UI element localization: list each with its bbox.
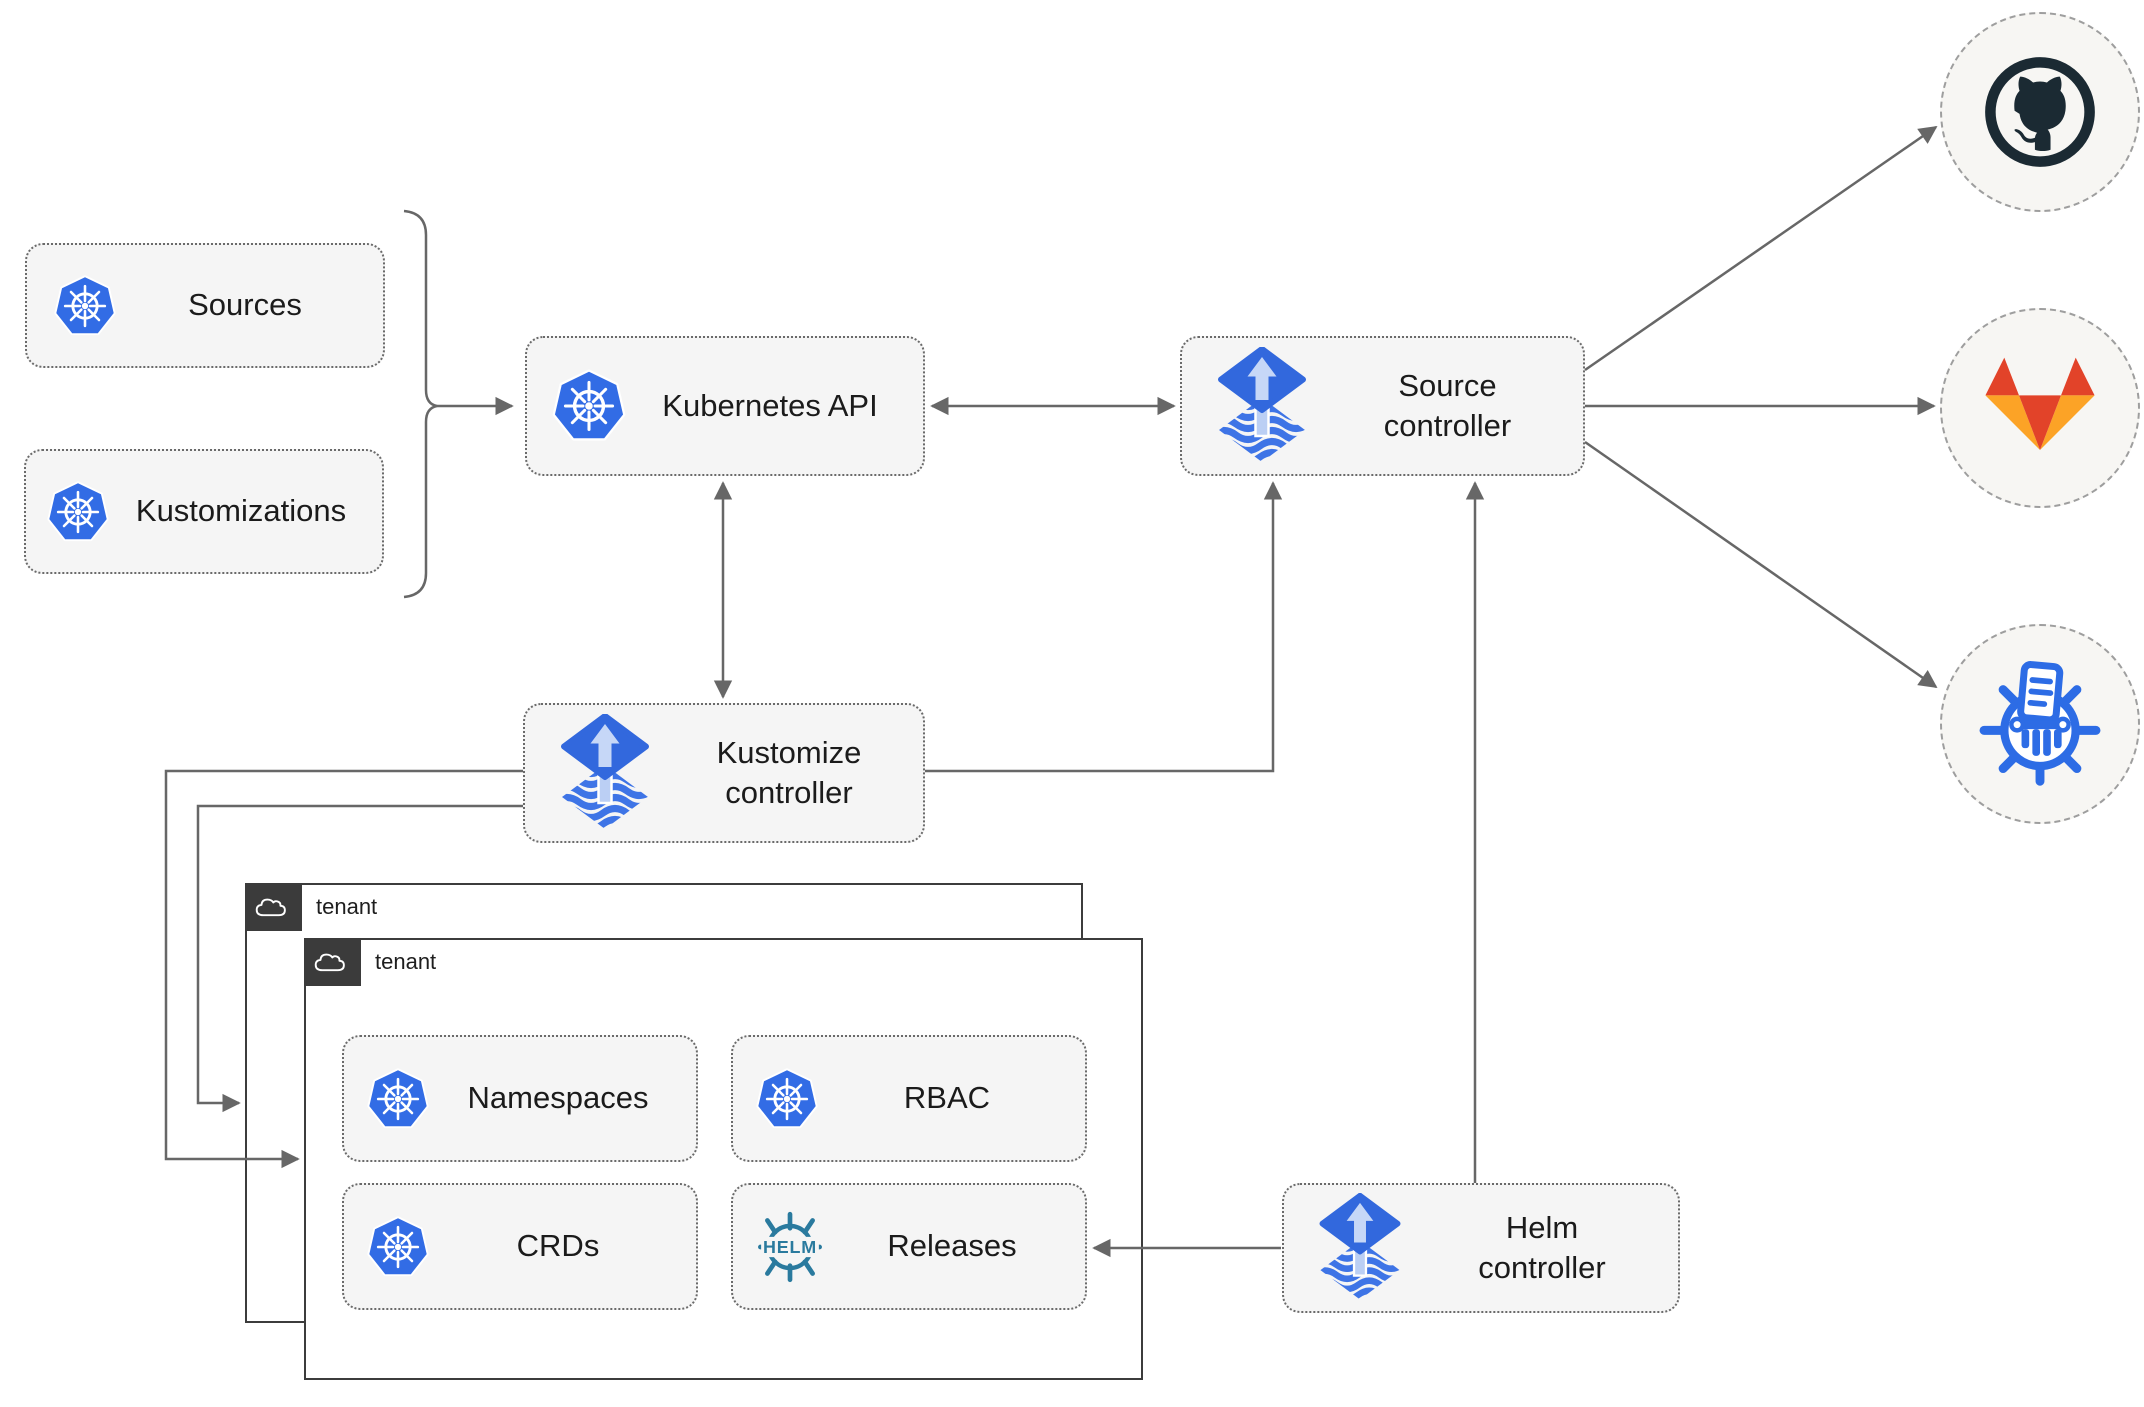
brace-sources-group: [403, 209, 438, 599]
node-source-controller: Source controller: [1180, 336, 1585, 476]
tenant-label: tenant: [316, 894, 378, 919]
tenant-label: tenant: [375, 949, 437, 974]
node-label: Kubernetes API: [662, 387, 878, 423]
flux-icon: [555, 714, 655, 832]
kubernetes-icon: [551, 368, 627, 444]
node-crds: CRDs: [342, 1183, 698, 1310]
flux-icon: [1314, 1193, 1406, 1303]
cloud-icon: [313, 948, 353, 976]
cloud-icon: [254, 893, 294, 921]
node-kustomize-controller: Kustomize controller: [523, 703, 925, 843]
node-label: RBAC: [903, 1080, 991, 1116]
kubernetes-icon: [53, 274, 117, 338]
manifest-registry-icon: [1979, 661, 2101, 786]
node-helm-controller: Helm controller: [1282, 1183, 1680, 1313]
helm-wordmark: HELM: [763, 1237, 817, 1257]
tenant-badge: [245, 883, 302, 931]
node-releases: HELM Releases: [731, 1183, 1087, 1310]
github-icon: [1985, 57, 2095, 167]
node-namespaces: Namespaces: [342, 1035, 698, 1162]
kubernetes-icon: [366, 1067, 430, 1131]
node-label: Namespaces: [467, 1080, 649, 1116]
node-label: Source controller: [1383, 367, 1512, 443]
edge-kustomize-to-source: [925, 481, 1283, 773]
tenant-badge: [304, 938, 361, 986]
helm-icon: HELM: [751, 1208, 829, 1286]
node-label: Helm controller: [1478, 1209, 1606, 1285]
node-kubernetes-api: Kubernetes API: [525, 336, 925, 476]
node-label: Kustomizations: [135, 493, 347, 529]
kubernetes-icon: [46, 480, 110, 544]
node-kustomizations: Kustomizations: [24, 449, 384, 574]
kubernetes-icon: [755, 1067, 819, 1131]
edge-source-to-registry: [1584, 440, 1938, 689]
kubernetes-icon: [366, 1215, 430, 1279]
flux-icon: [1212, 347, 1312, 465]
node-label: Sources: [188, 287, 302, 323]
node-sources: Sources: [25, 243, 385, 368]
gitlab-icon: [1985, 357, 2095, 450]
gitlab-node: [1940, 308, 2140, 508]
node-label: CRDs: [516, 1228, 600, 1264]
edge-source-to-github: [1584, 125, 1938, 372]
registry-node: [1940, 624, 2140, 824]
node-rbac: RBAC: [731, 1035, 1087, 1162]
node-label: Releases: [887, 1228, 1017, 1264]
github-node: [1940, 12, 2140, 212]
node-label: Kustomize controller: [716, 734, 862, 810]
